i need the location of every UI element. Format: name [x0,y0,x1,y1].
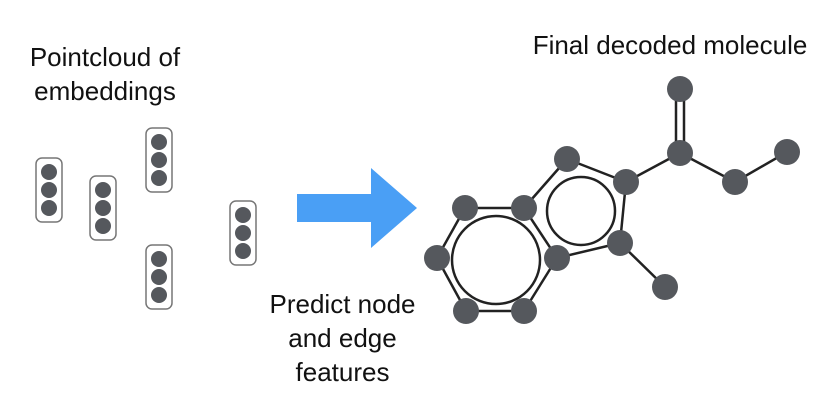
embedding-dot [151,251,167,267]
embedding-vector [89,175,117,241]
atom-node [511,195,537,221]
embedding-vector [35,157,63,223]
embedding-dot [151,152,167,168]
arrow-icon [297,168,417,248]
atom-node [544,245,570,271]
benzene-ring-circle [450,214,542,306]
five-ring-circle [545,175,617,247]
pointcloud [35,127,257,310]
predict-label-line2: and edge [288,323,397,353]
embedding-dot [95,218,111,234]
embedding-vector [229,200,257,266]
atom-node [453,298,479,324]
atom-node [554,146,580,172]
predict-label-line1: Predict node [269,289,416,319]
embedding-vector [145,127,173,193]
embedding-dot [151,134,167,150]
atom-node [424,245,450,271]
pointcloud-label-line2: embeddings [34,76,176,106]
atom-node [722,169,748,195]
molecule-atoms [424,76,800,324]
atom-node [774,139,800,165]
atom-node [613,169,639,195]
molecule-label: Final decoded molecule [532,30,808,60]
embedding-vector [145,244,173,310]
embedding-dot [151,170,167,186]
embedding-dot [151,287,167,303]
predict-label-line3: features [295,357,390,387]
embedding-dot [235,225,251,241]
atom-node [667,76,693,102]
embedding-dot [41,182,57,198]
embedding-dot [151,269,167,285]
embedding-dot [41,200,57,216]
embedding-dot [235,243,251,259]
embedding-dot [235,207,251,223]
atom-node [607,230,633,256]
atom-node [652,274,678,300]
atom-node [511,298,537,324]
predict-label: Predict node and edge features [230,287,455,389]
embedding-dot [41,164,57,180]
embedding-dot [95,182,111,198]
atom-node [452,195,478,221]
pointcloud-label: Pointcloud of embeddings [0,40,210,108]
embedding-dot [95,200,111,216]
pointcloud-label-line1: Pointcloud of [29,42,181,72]
atom-node [667,140,693,166]
